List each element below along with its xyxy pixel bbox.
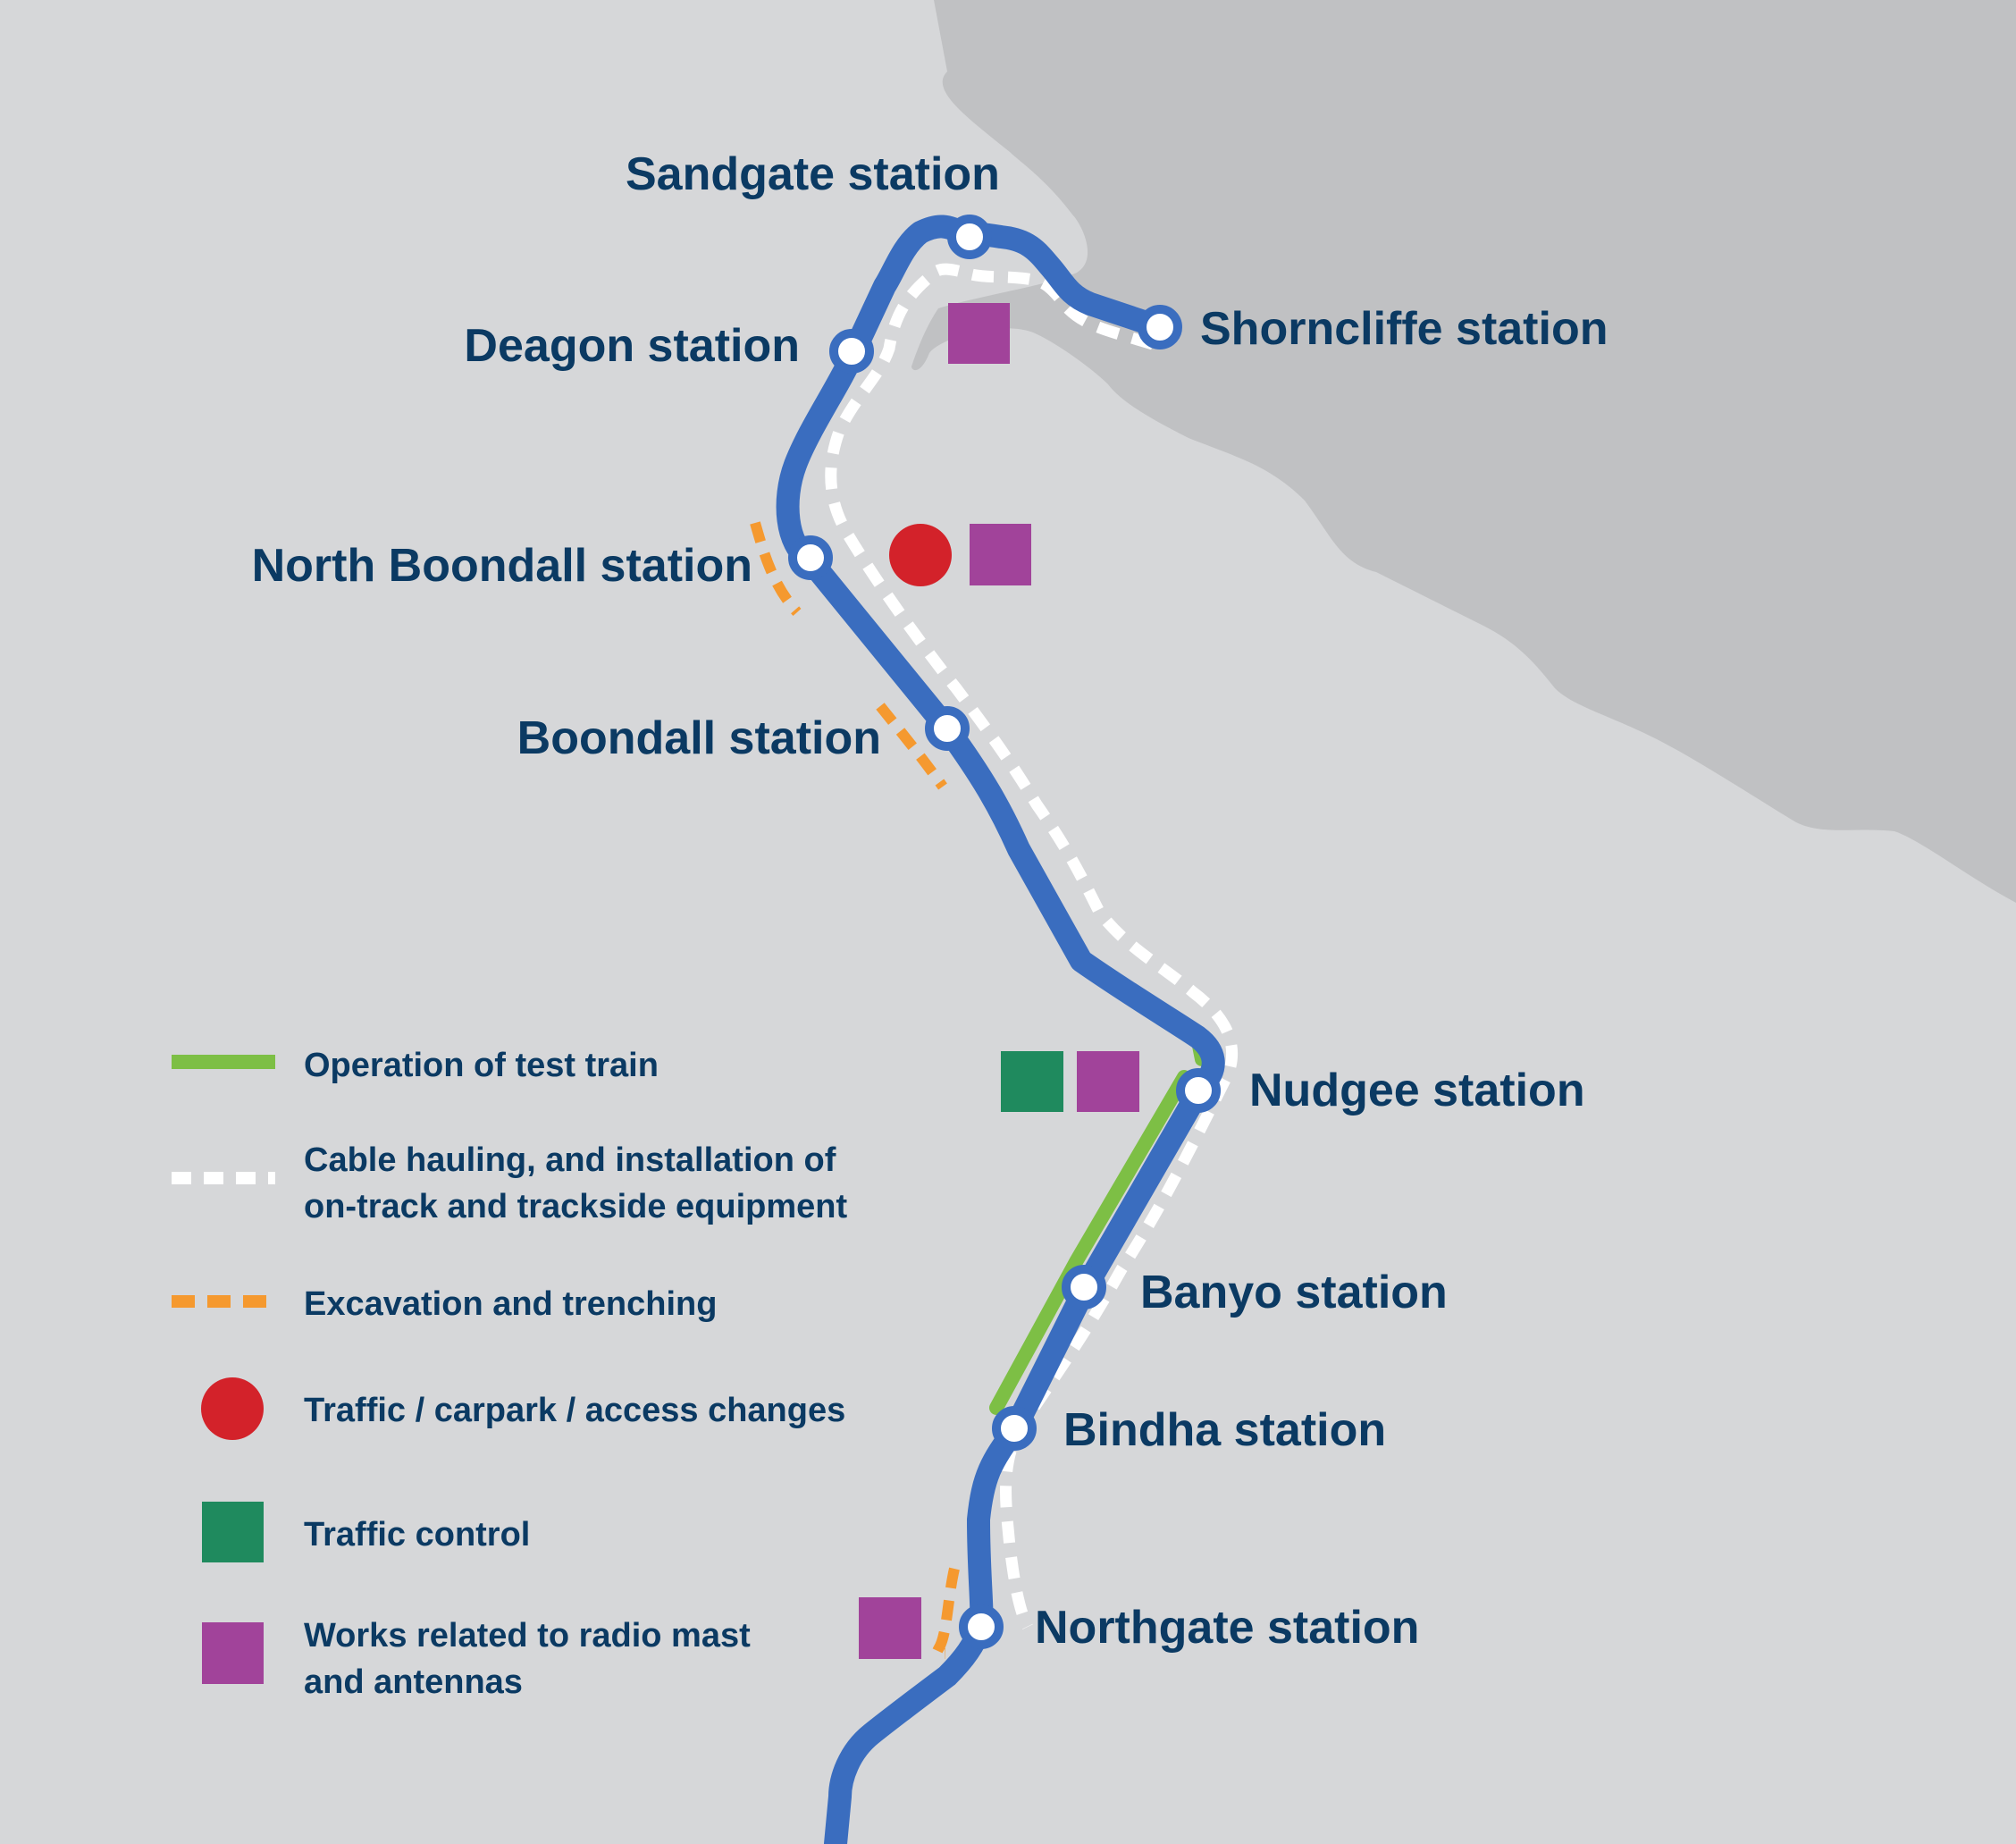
legend-label-traffic-changes: Traffic / carpark / access changes [304,1392,845,1429]
legend-icon-traffic-changes [201,1377,264,1440]
legend-icon-radio-works [202,1622,264,1684]
legend-label-radio-works-line2: and antennas [304,1663,523,1701]
cable-works-line [825,263,1239,1629]
traffic-change-marker-north-boondall[interactable] [889,524,952,586]
station-markers [788,215,1221,1649]
station-label-shorncliffe: Shorncliffe station [1200,303,1608,355]
station-marker-shorncliffe[interactable] [1138,305,1182,349]
station-label-northgate: Northgate station [1035,1602,1419,1654]
radio-works-marker-nudgee[interactable] [1077,1051,1139,1112]
station-label-boondall: Boondall station [517,712,881,764]
station-marker-banyo[interactable] [1062,1265,1106,1309]
station-marker-nudgee[interactable] [1176,1068,1221,1113]
legend: Operation of test train Cable hauling, a… [172,1047,847,1701]
bay-water-area [911,0,2016,903]
work-markers [859,303,1139,1659]
radio-works-marker-sandgate[interactable] [948,303,1010,364]
legend-label-excavation: Excavation and trenching [304,1285,717,1323]
excavation-north-boondall [750,521,802,617]
station-label-north-boondall: North Boondall station [252,540,752,592]
legend-label-test-train: Operation of test train [304,1047,659,1084]
excavation-boondall [876,703,947,790]
legend-label-traffic-control: Traffic control [304,1516,530,1554]
station-marker-sandgate[interactable] [947,215,992,259]
test-train-segment-south [989,1070,1191,1415]
excavation-northgate [931,1567,960,1661]
radio-works-marker-north-boondall[interactable] [970,524,1031,585]
legend-icon-traffic-control [202,1502,264,1562]
station-label-deagon: Deagon station [464,320,800,372]
legend-label-cable-line2: on-track and trackside equipment [304,1188,847,1225]
station-marker-deagon[interactable] [829,329,874,374]
traffic-control-marker-nudgee[interactable] [1001,1051,1063,1112]
station-marker-boondall[interactable] [925,706,970,751]
station-label-banyo: Banyo station [1140,1267,1448,1318]
station-labels: Sandgate station Shorncliffe station Dea… [252,148,1609,1654]
station-marker-northgate[interactable] [959,1604,1004,1649]
station-label-bindha: Bindha station [1063,1404,1386,1456]
radio-works-marker-northgate[interactable] [859,1597,921,1659]
station-marker-bindha[interactable] [992,1406,1037,1451]
legend-label-radio-works-line1: Works related to radio mast [304,1617,751,1655]
excavation-segments [750,521,960,1661]
station-label-sandgate: Sandgate station [626,148,1000,200]
legend-label-cable-line1: Cable hauling, and installation of [304,1141,836,1179]
station-marker-north-boondall[interactable] [788,535,833,580]
station-label-nudgee: Nudgee station [1249,1065,1585,1116]
